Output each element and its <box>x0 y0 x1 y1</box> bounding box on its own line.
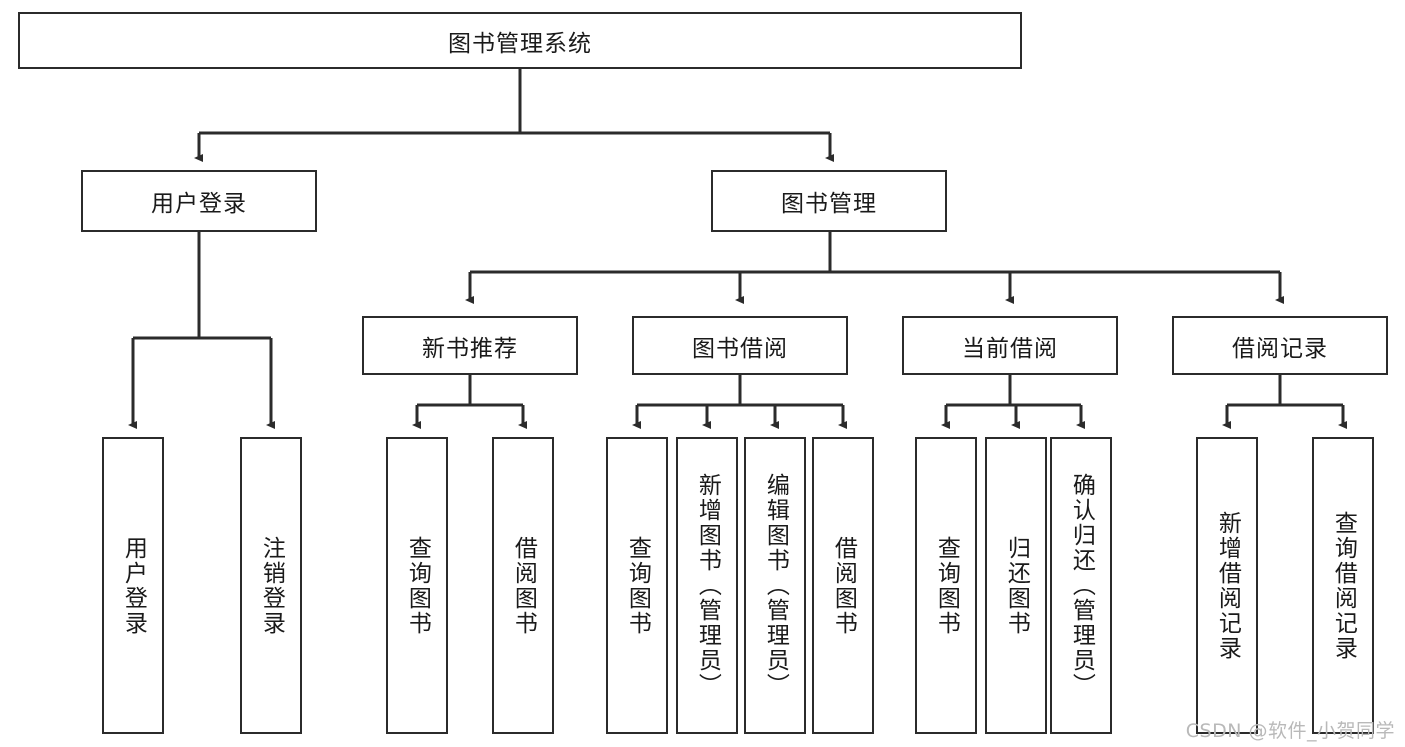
node-label: 图书借阅 <box>692 335 788 362</box>
node-label: 图书管理系统 <box>448 30 592 57</box>
node-leaf-query-book-3[interactable]: 查询图书 <box>915 437 977 734</box>
node-borrow-record[interactable]: 借阅记录 <box>1172 316 1388 375</box>
node-leaf-add-borrow-record[interactable]: 新增借阅记录 <box>1196 437 1258 734</box>
node-label: 查询图书 <box>404 535 431 636</box>
node-leaf-query-book-1[interactable]: 查询图书 <box>386 437 448 734</box>
node-label: 用户登录 <box>151 191 247 217</box>
node-leaf-edit-book-admin[interactable]: 编辑图书（管理员） <box>744 437 806 734</box>
node-leaf-query-book-2[interactable]: 查询图书 <box>606 437 668 734</box>
node-label: 用户登录 <box>120 535 147 636</box>
node-label: 注销登录 <box>258 535 285 636</box>
node-leaf-query-borrow-record[interactable]: 查询借阅记录 <box>1312 437 1374 734</box>
node-label: 借阅记录 <box>1232 335 1328 362</box>
node-label: 图书管理 <box>781 191 877 217</box>
node-new-book-recommend[interactable]: 新书推荐 <box>362 316 578 375</box>
node-label: 借阅图书 <box>830 535 857 636</box>
node-label: 当前借阅 <box>962 335 1058 362</box>
node-label: 确认归还（管理员） <box>1068 473 1095 698</box>
node-label: 新增借阅记录 <box>1214 510 1241 661</box>
node-root-system[interactable]: 图书管理系统 <box>18 12 1022 69</box>
node-label: 借阅图书 <box>510 535 537 636</box>
node-leaf-add-book-admin[interactable]: 新增图书（管理员） <box>676 437 738 734</box>
node-label: 编辑图书（管理员） <box>762 473 789 698</box>
node-label: 新增图书（管理员） <box>694 473 721 698</box>
node-label: 归还图书 <box>1003 535 1030 636</box>
node-leaf-borrow-book-2[interactable]: 借阅图书 <box>812 437 874 734</box>
node-current-borrow[interactable]: 当前借阅 <box>902 316 1118 375</box>
node-leaf-user-login[interactable]: 用户登录 <box>102 437 164 734</box>
node-leaf-borrow-book-1[interactable]: 借阅图书 <box>492 437 554 734</box>
node-label: 查询图书 <box>933 535 960 636</box>
node-leaf-logout[interactable]: 注销登录 <box>240 437 302 734</box>
node-book-management[interactable]: 图书管理 <box>711 170 947 232</box>
node-label: 新书推荐 <box>422 335 518 362</box>
node-label: 查询借阅记录 <box>1330 510 1357 661</box>
node-user-login[interactable]: 用户登录 <box>81 170 317 232</box>
node-leaf-confirm-return-admin[interactable]: 确认归还（管理员） <box>1050 437 1112 734</box>
node-leaf-return-book[interactable]: 归还图书 <box>985 437 1047 734</box>
node-label: 查询图书 <box>624 535 651 636</box>
node-book-borrow[interactable]: 图书借阅 <box>632 316 848 375</box>
